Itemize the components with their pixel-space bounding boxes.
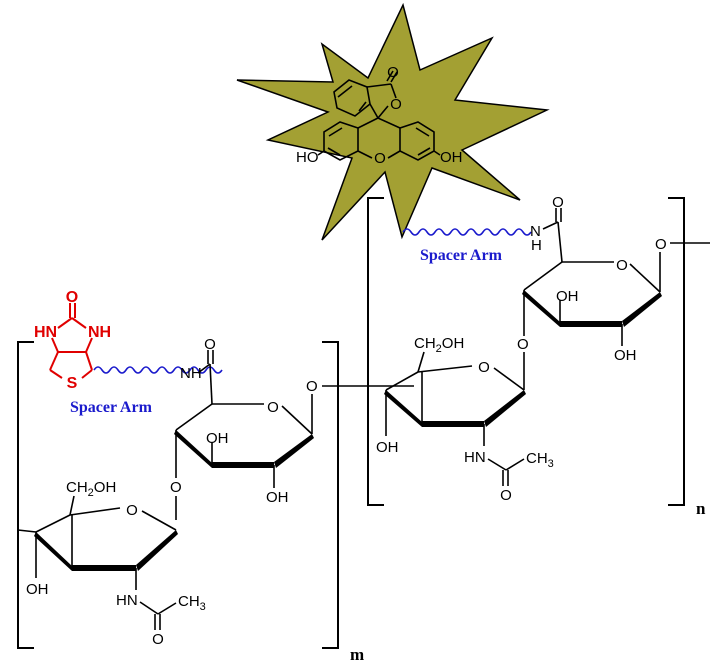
- amide-o-m: O: [204, 336, 216, 353]
- fluorescein-starburst: [236, 2, 550, 241]
- ring-o-upper-m: O: [267, 399, 279, 416]
- oh-2-n: OH: [614, 347, 637, 364]
- fluorescein-lactone-o: O: [390, 96, 402, 113]
- bracket-n-right: [668, 197, 685, 506]
- repeat-label-n: n: [696, 499, 706, 518]
- oh-lower-n: OH: [376, 439, 399, 456]
- ring-o-lower-n: O: [478, 359, 490, 376]
- amide-n-n: N: [530, 223, 541, 240]
- end-o-n: O: [655, 236, 667, 253]
- biotin-carbonyl-o: O: [66, 289, 78, 306]
- biotin-s: S: [67, 375, 78, 392]
- amide-nh-m: NH: [180, 365, 202, 382]
- glyco-o-n: O: [517, 336, 529, 353]
- spacer-arm-n: [402, 228, 532, 236]
- link-o-m: O: [306, 378, 318, 395]
- hn-m: HN: [116, 592, 138, 609]
- bracket-m-left: [17, 341, 34, 649]
- oh-1-n: OH: [556, 288, 579, 305]
- acetyl-ch3-m: CH3: [178, 593, 206, 613]
- acetyl-o-n: O: [500, 487, 512, 504]
- bracket-m-right: [322, 341, 339, 649]
- biotin-hn: HN: [34, 324, 57, 341]
- oh-lower-m: OH: [26, 581, 49, 598]
- ch2oh-m: CH2OH: [66, 479, 116, 499]
- amide-o-n: O: [552, 194, 564, 211]
- repeat-unit-n: n Spacer Arm N H O O OH OH O O CH2OH: [367, 194, 710, 518]
- biotin-nh: NH: [88, 324, 111, 341]
- amide-h-n: H: [531, 237, 542, 254]
- fluorescein-xanthene-o: O: [374, 150, 386, 167]
- bracket-n-left: [367, 197, 384, 506]
- biotin-molecule: O HN NH S: [34, 289, 111, 392]
- fluorescein-oh-right: OH: [440, 149, 463, 166]
- repeat-label-m: m: [350, 645, 364, 664]
- fluorescein-ho-left: HO: [296, 149, 319, 166]
- oh-2-m: OH: [266, 489, 289, 506]
- acetyl-ch3-n: CH3: [526, 450, 554, 470]
- ring-o-upper-n: O: [616, 257, 628, 274]
- fluorescein-molecule: O O O HO OH: [296, 64, 463, 167]
- repeat-unit-m: m Spacer Arm NH O O OH OH O O CH2OH O: [17, 336, 414, 664]
- spacer-label-n: Spacer Arm: [420, 247, 503, 264]
- hn-n: HN: [464, 449, 486, 466]
- spacer-label-m: Spacer Arm: [70, 399, 153, 416]
- spacer-arm-m: [93, 366, 223, 374]
- fluorescein-carbonyl-o: O: [387, 64, 399, 81]
- ch2oh-n: CH2OH: [414, 335, 464, 355]
- glyco-o-m: O: [170, 479, 182, 496]
- acetyl-o-m: O: [152, 631, 164, 648]
- oh-1-m: OH: [206, 430, 229, 447]
- ring-o-lower-m: O: [126, 502, 138, 519]
